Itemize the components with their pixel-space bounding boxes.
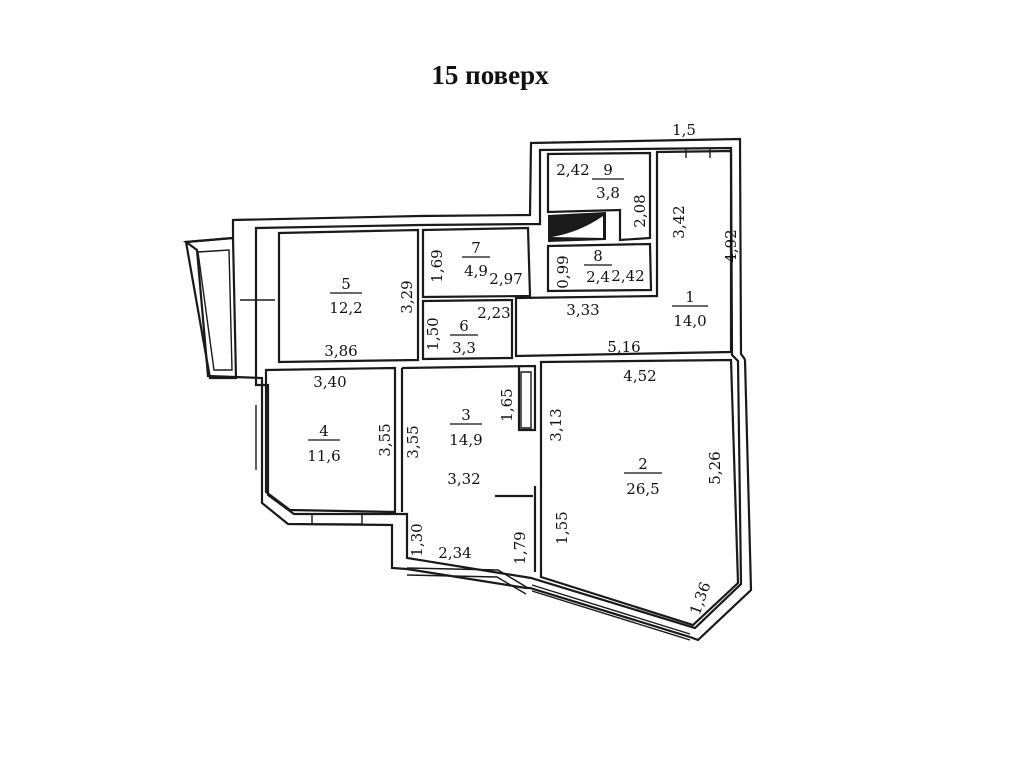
room-2-window [531, 584, 691, 641]
dim-2-42-top: 2,42 [556, 161, 589, 179]
room-7-wall [421, 226, 532, 299]
balcony-wall [184, 236, 238, 380]
dim-0-99: 0,99 [554, 255, 572, 288]
dim-2-23: 2,23 [477, 304, 510, 322]
dim-1-79: 1,79 [511, 531, 529, 564]
dim-3-33: 3,33 [566, 301, 599, 319]
room-6-area: 3,3 [452, 339, 476, 357]
room-1-number: 1 [685, 288, 695, 306]
room-3-window [406, 567, 529, 595]
shaft-notch [552, 216, 603, 238]
room-4-window [311, 513, 363, 525]
room-8-number: 8 [593, 247, 603, 265]
dim-1-69: 1,69 [428, 249, 446, 282]
dim-2-97: 2,97 [489, 270, 522, 288]
room-2-wall [539, 358, 740, 627]
room-8-area: 2,4 [586, 268, 610, 286]
room-5-number: 5 [341, 275, 351, 293]
room-9-number: 9 [603, 161, 613, 179]
room-8-wall [546, 242, 653, 293]
walls [182, 137, 753, 642]
room-7-area: 4,9 [464, 262, 488, 280]
room-2-area: 26,5 [626, 480, 659, 498]
room-6-number: 6 [459, 317, 469, 335]
room-3-wall [400, 364, 537, 572]
room-4-wall [264, 366, 397, 514]
dim-1-36: 1,36 [686, 580, 714, 618]
room-1-wall [514, 149, 733, 358]
dim-3-42: 3,42 [670, 205, 688, 238]
room-9-wall [546, 151, 652, 242]
outer-wall [182, 137, 753, 642]
dim-1-30: 1,30 [408, 523, 426, 556]
dimensions: 1,5 2,42 2,97 2,42 2,23 3,33 3,86 5,16 3… [313, 121, 740, 617]
dim-3-13: 3,13 [547, 408, 565, 441]
outer-wall-inner-line [254, 146, 743, 630]
plan-title: 15 поверх [431, 60, 549, 90]
room-5-area: 12,2 [329, 299, 362, 317]
dim-3-40: 3,40 [313, 373, 346, 391]
dim-3-55-left: 3,55 [376, 423, 394, 456]
room-4-area: 11,6 [307, 447, 340, 465]
dim-3-32: 3,32 [447, 470, 480, 488]
dim-3-55-right: 3,55 [404, 425, 422, 458]
dim-2-08: 2,08 [631, 194, 649, 227]
balcony-inner [197, 249, 233, 371]
dim-2-34: 2,34 [438, 544, 471, 562]
room-7-number: 7 [471, 239, 481, 257]
room-5-wall [277, 228, 420, 364]
dim-1-55: 1,55 [553, 511, 571, 544]
room-2-number: 2 [638, 455, 648, 473]
room-6-wall [421, 298, 514, 361]
room-3-area: 14,9 [449, 431, 482, 449]
dim-5-16: 5,16 [607, 338, 640, 356]
room-3-number: 3 [461, 406, 471, 424]
dim-3-86: 3,86 [324, 342, 357, 360]
dim-4-92: 4,92 [722, 229, 740, 262]
room-1-area: 14,0 [673, 312, 706, 330]
room-labels: 5 12,2 7 4,9 6 3,3 9 3,8 8 2,4 1 14,0 4 … [307, 161, 708, 498]
dim-3-29: 3,29 [398, 280, 416, 313]
room-9-area: 3,8 [596, 184, 620, 202]
dim-1-5: 1,5 [672, 121, 696, 139]
dim-5-26: 5,26 [706, 451, 724, 484]
dim-1-50: 1,50 [424, 317, 442, 350]
dim-4-52: 4,52 [623, 367, 656, 385]
room-4-number: 4 [319, 422, 329, 440]
dim-2-42-mid: 2,42 [611, 267, 644, 285]
dim-1-65: 1,65 [498, 388, 516, 421]
room-3-niche [520, 371, 532, 429]
